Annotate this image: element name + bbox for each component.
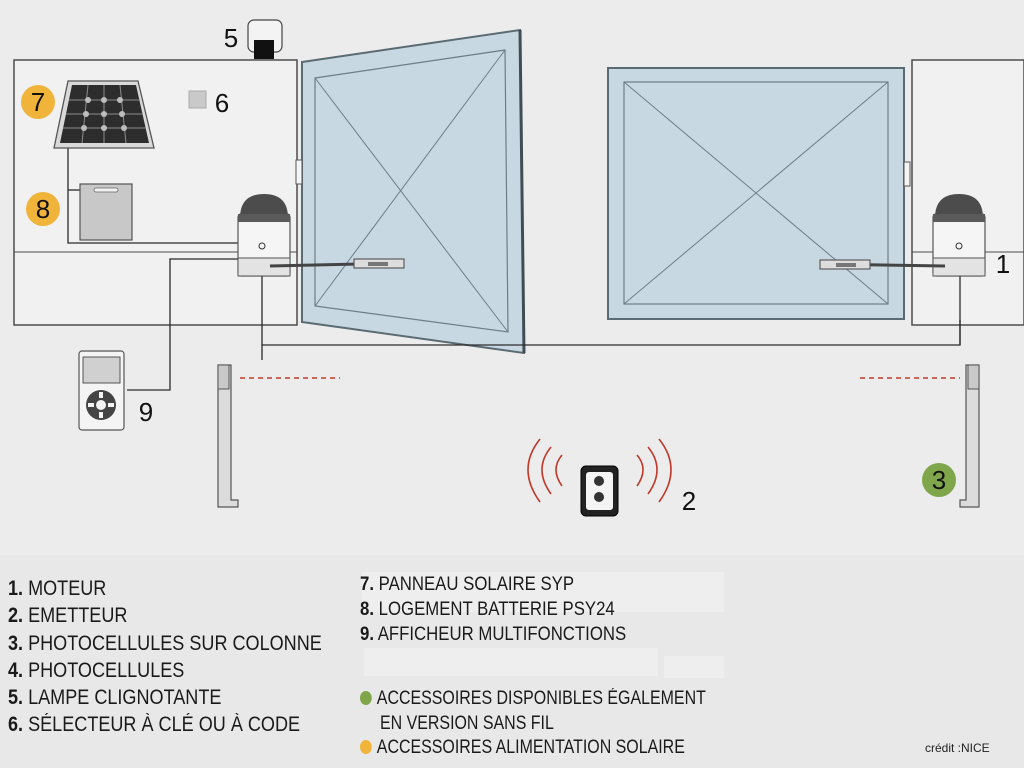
legend-item: 2. EMETTEUR xyxy=(8,604,128,628)
callout-number-5: 5 xyxy=(224,23,238,53)
legend-list-right: 7. PANNEAU SOLAIRE SYP 8. LOGEMENT BATTE… xyxy=(360,572,670,647)
wall-left xyxy=(13,59,298,326)
transmitter xyxy=(580,465,619,517)
legend-item: 1. MOTEUR xyxy=(8,577,107,600)
gate-leaf-right xyxy=(607,67,911,320)
photocell-column-right xyxy=(959,364,980,508)
wall-right xyxy=(911,59,1024,326)
image-credit: crédit :NICE xyxy=(925,741,990,755)
callout-number-3: 3 xyxy=(932,465,946,495)
signal-waves xyxy=(527,438,672,503)
legend-solar: ACCESSOIRES ALIMENTATION SOLAIRE xyxy=(360,737,685,759)
callout-number-2: 2 xyxy=(682,486,696,516)
solar-panel xyxy=(53,80,155,149)
callout-badge-7 xyxy=(21,85,55,119)
legend-item: 8. LOGEMENT BATTERIE PSY24 xyxy=(360,598,615,620)
legend-item: 9. AFFICHEUR MULTIFONCTIONS xyxy=(360,623,627,645)
callout-badge-3 xyxy=(922,463,956,497)
legend-wireless: ACCESSOIRES DISPONIBLES ÉGALEMENT xyxy=(360,688,706,710)
flashing-lamp xyxy=(247,19,283,59)
legend-item: 4. PHOTOCELLULES xyxy=(8,658,185,682)
callout-number-8: 8 xyxy=(36,194,50,224)
wiring xyxy=(67,145,961,391)
legend-item: 5. LAMPE CLIGNOTANTE xyxy=(8,686,222,710)
key-selector xyxy=(188,90,207,109)
callout-number-7: 7 xyxy=(31,87,45,117)
multifunction-display xyxy=(78,350,125,431)
battery-housing xyxy=(79,183,133,241)
legend-wireless-line2: EN VERSION SANS FIL xyxy=(380,713,554,734)
legend-item: 6. SÉLECTEUR À CLÉ OU À CODE xyxy=(8,713,301,737)
callout-number-1: 1 xyxy=(996,249,1010,279)
photocell-column-left xyxy=(217,364,239,508)
gate-leaf-left xyxy=(295,28,526,355)
callout-number-6: 6 xyxy=(215,88,229,118)
callout-number-9: 9 xyxy=(139,397,153,427)
motor-right xyxy=(819,194,986,277)
callout-badge-8 xyxy=(26,192,60,226)
legend-item: 7. PANNEAU SOLAIRE SYP xyxy=(360,573,575,595)
legend-item: 3. PHOTOCELLULES SUR COLONNE xyxy=(8,631,322,655)
legend-list-left: 1. MOTEUR 2. EMETTEUR 3. PHOTOCELLULES S… xyxy=(8,575,373,739)
motor-left xyxy=(237,194,405,277)
green-dot-icon xyxy=(360,691,372,705)
orange-dot-icon xyxy=(360,740,372,754)
